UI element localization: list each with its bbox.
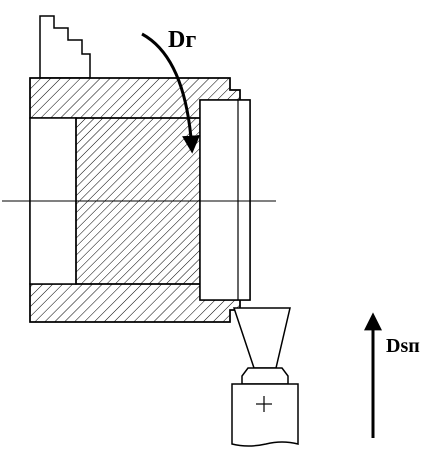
rotation-label: Dг <box>168 27 197 53</box>
chuck-jaw <box>39 15 91 79</box>
spindle-head <box>231 383 299 447</box>
grinding-wheel <box>232 307 291 369</box>
feed-label: Dsп <box>386 335 420 357</box>
rotation-arrow <box>141 32 201 154</box>
right-bore <box>199 99 251 301</box>
wheel-spindle-neck <box>241 367 289 385</box>
